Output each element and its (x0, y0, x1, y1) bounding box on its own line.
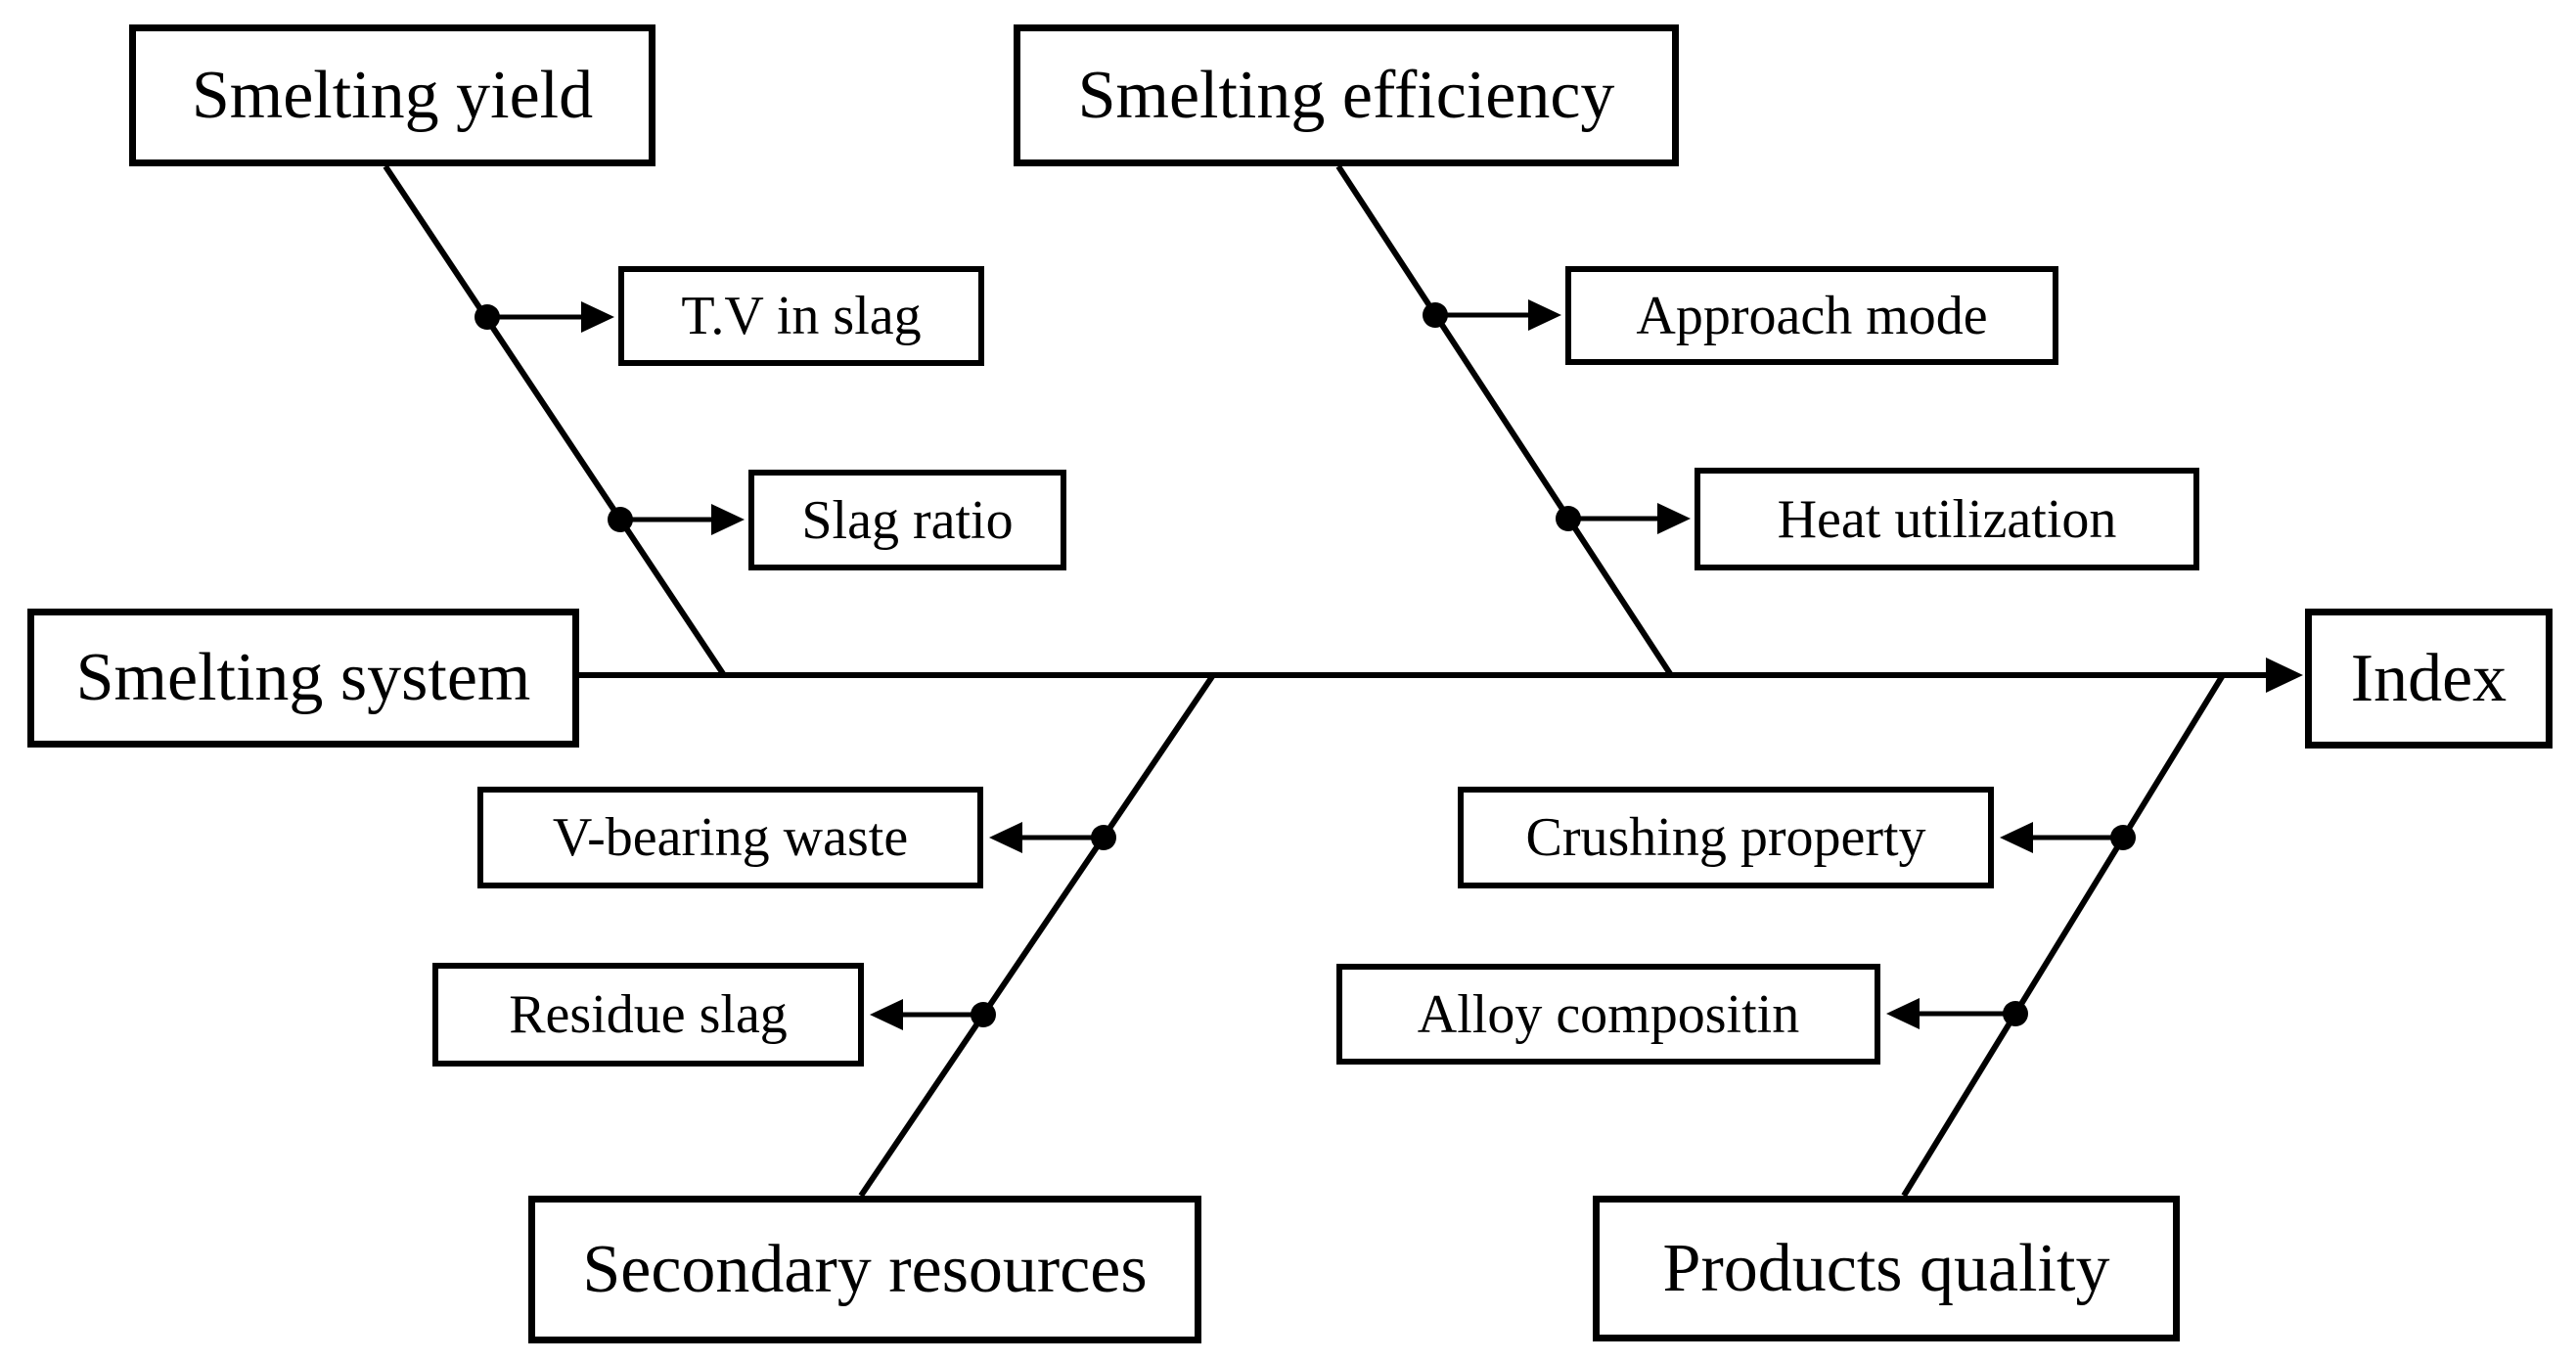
branch-line-smelting-efficiency (1335, 164, 1674, 677)
sub-arrow-head-slag-ratio (711, 504, 745, 535)
sub-cause-box-heat-utilization: Heat utilization (1695, 468, 2199, 570)
branch-line-secondary-resources (858, 673, 1216, 1198)
sub-cause-box-approach-mode: Approach mode (1565, 266, 2058, 365)
sub-cause-box-residue-slag: Residue slag (432, 963, 864, 1067)
sub-cause-box-v-bearing-waste: V-bearing waste (477, 787, 983, 888)
cause-box-secondary-resources: Secondary resources (528, 1196, 1201, 1343)
sub-arrow-head-heat-utilization (1657, 503, 1691, 534)
sub-cause-box-crushing-property: Crushing property (1458, 787, 1994, 888)
effect-box-index: Index (2305, 609, 2553, 749)
sub-arrow-head-residue-slag (870, 999, 903, 1030)
branch-line-smelting-yield (383, 164, 727, 677)
branch-line-products-quality (1901, 673, 2226, 1198)
sub-cause-box-slag-ratio: Slag ratio (748, 470, 1066, 570)
sub-arrow-head-approach-mode (1528, 299, 1561, 331)
sub-arrow-head-v-bearing-waste (989, 822, 1022, 853)
sub-arrow-head-crushing-property (2000, 822, 2033, 853)
cause-box-products-quality: Products quality (1593, 1196, 2180, 1341)
root-box-smelting-system: Smelting system (27, 609, 579, 748)
cause-box-smelting-yield: Smelting yield (129, 24, 655, 166)
sub-cause-box-alloy-compositin: Alloy compositin (1336, 964, 1880, 1065)
sub-arrow-head-alloy-compositin (1886, 998, 1920, 1029)
sub-cause-box-tv-in-slag: T.V in slag (618, 266, 984, 366)
sub-arrow-head-tv-in-slag (581, 301, 614, 333)
cause-box-smelting-efficiency: Smelting efficiency (1014, 24, 1679, 166)
spine-arrowhead (2266, 658, 2303, 693)
